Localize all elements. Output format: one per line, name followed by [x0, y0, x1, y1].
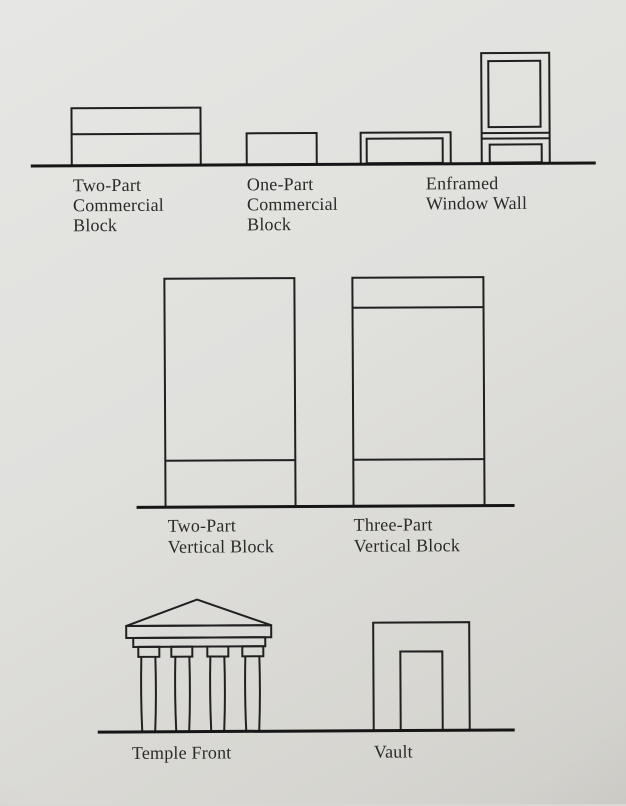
one-part-commercial-block-shape: [247, 133, 317, 165]
ground-line-row3: [98, 730, 515, 732]
window-wall-inset: [488, 61, 540, 127]
column-shaft: [175, 657, 190, 731]
label-one-part-commercial-block: One-Part Commercial Block: [247, 174, 338, 234]
vault-opening: [400, 651, 442, 730]
enframed-window-wall-low-shape: [361, 132, 451, 164]
cap-divider-line: [353, 307, 484, 308]
column-shaft: [210, 656, 225, 730]
column-capital: [207, 646, 228, 656]
three-part-vertical-block-shape: [352, 277, 484, 506]
ground-line-row1: [31, 163, 596, 166]
pediment-triangle: [126, 599, 271, 626]
building-outline: [71, 108, 200, 166]
vault-shape: [373, 622, 470, 731]
base-divider-line: [165, 460, 295, 461]
column-capital: [242, 646, 263, 656]
base-divider-line: [353, 459, 484, 460]
temple-front-shape: [126, 599, 272, 731]
two-part-commercial-block-shape: [71, 108, 200, 166]
building-outline: [247, 133, 317, 165]
two-part-vertical-block-shape: [164, 278, 295, 507]
column-shaft: [245, 656, 260, 730]
label-two-part-commercial-block: Two-Part Commercial Block: [73, 175, 164, 235]
story-divider-line: [72, 134, 201, 135]
column-shaft: [141, 657, 156, 731]
label-two-part-vertical-block: Two-Part Vertical Block: [168, 515, 274, 558]
storefront-inset: [490, 144, 542, 162]
enframed-window-wall-tall-shape: [481, 53, 550, 164]
label-three-part-vertical-block: Three-Part Vertical Block: [354, 514, 460, 557]
cornice-bar: [126, 625, 271, 638]
column-capital: [171, 647, 192, 657]
building-outline: [352, 277, 484, 506]
frame-outline: [361, 132, 451, 164]
window-wall-inset: [367, 138, 443, 163]
building-outline: [164, 278, 295, 507]
building-outline: [373, 622, 470, 731]
label-enframed-window-wall: Enframed Window Wall: [426, 173, 527, 214]
label-vault: Vault: [374, 741, 413, 762]
label-temple-front: Temple Front: [132, 742, 232, 764]
ground-line-row2: [137, 505, 515, 507]
column-capital: [138, 647, 159, 657]
